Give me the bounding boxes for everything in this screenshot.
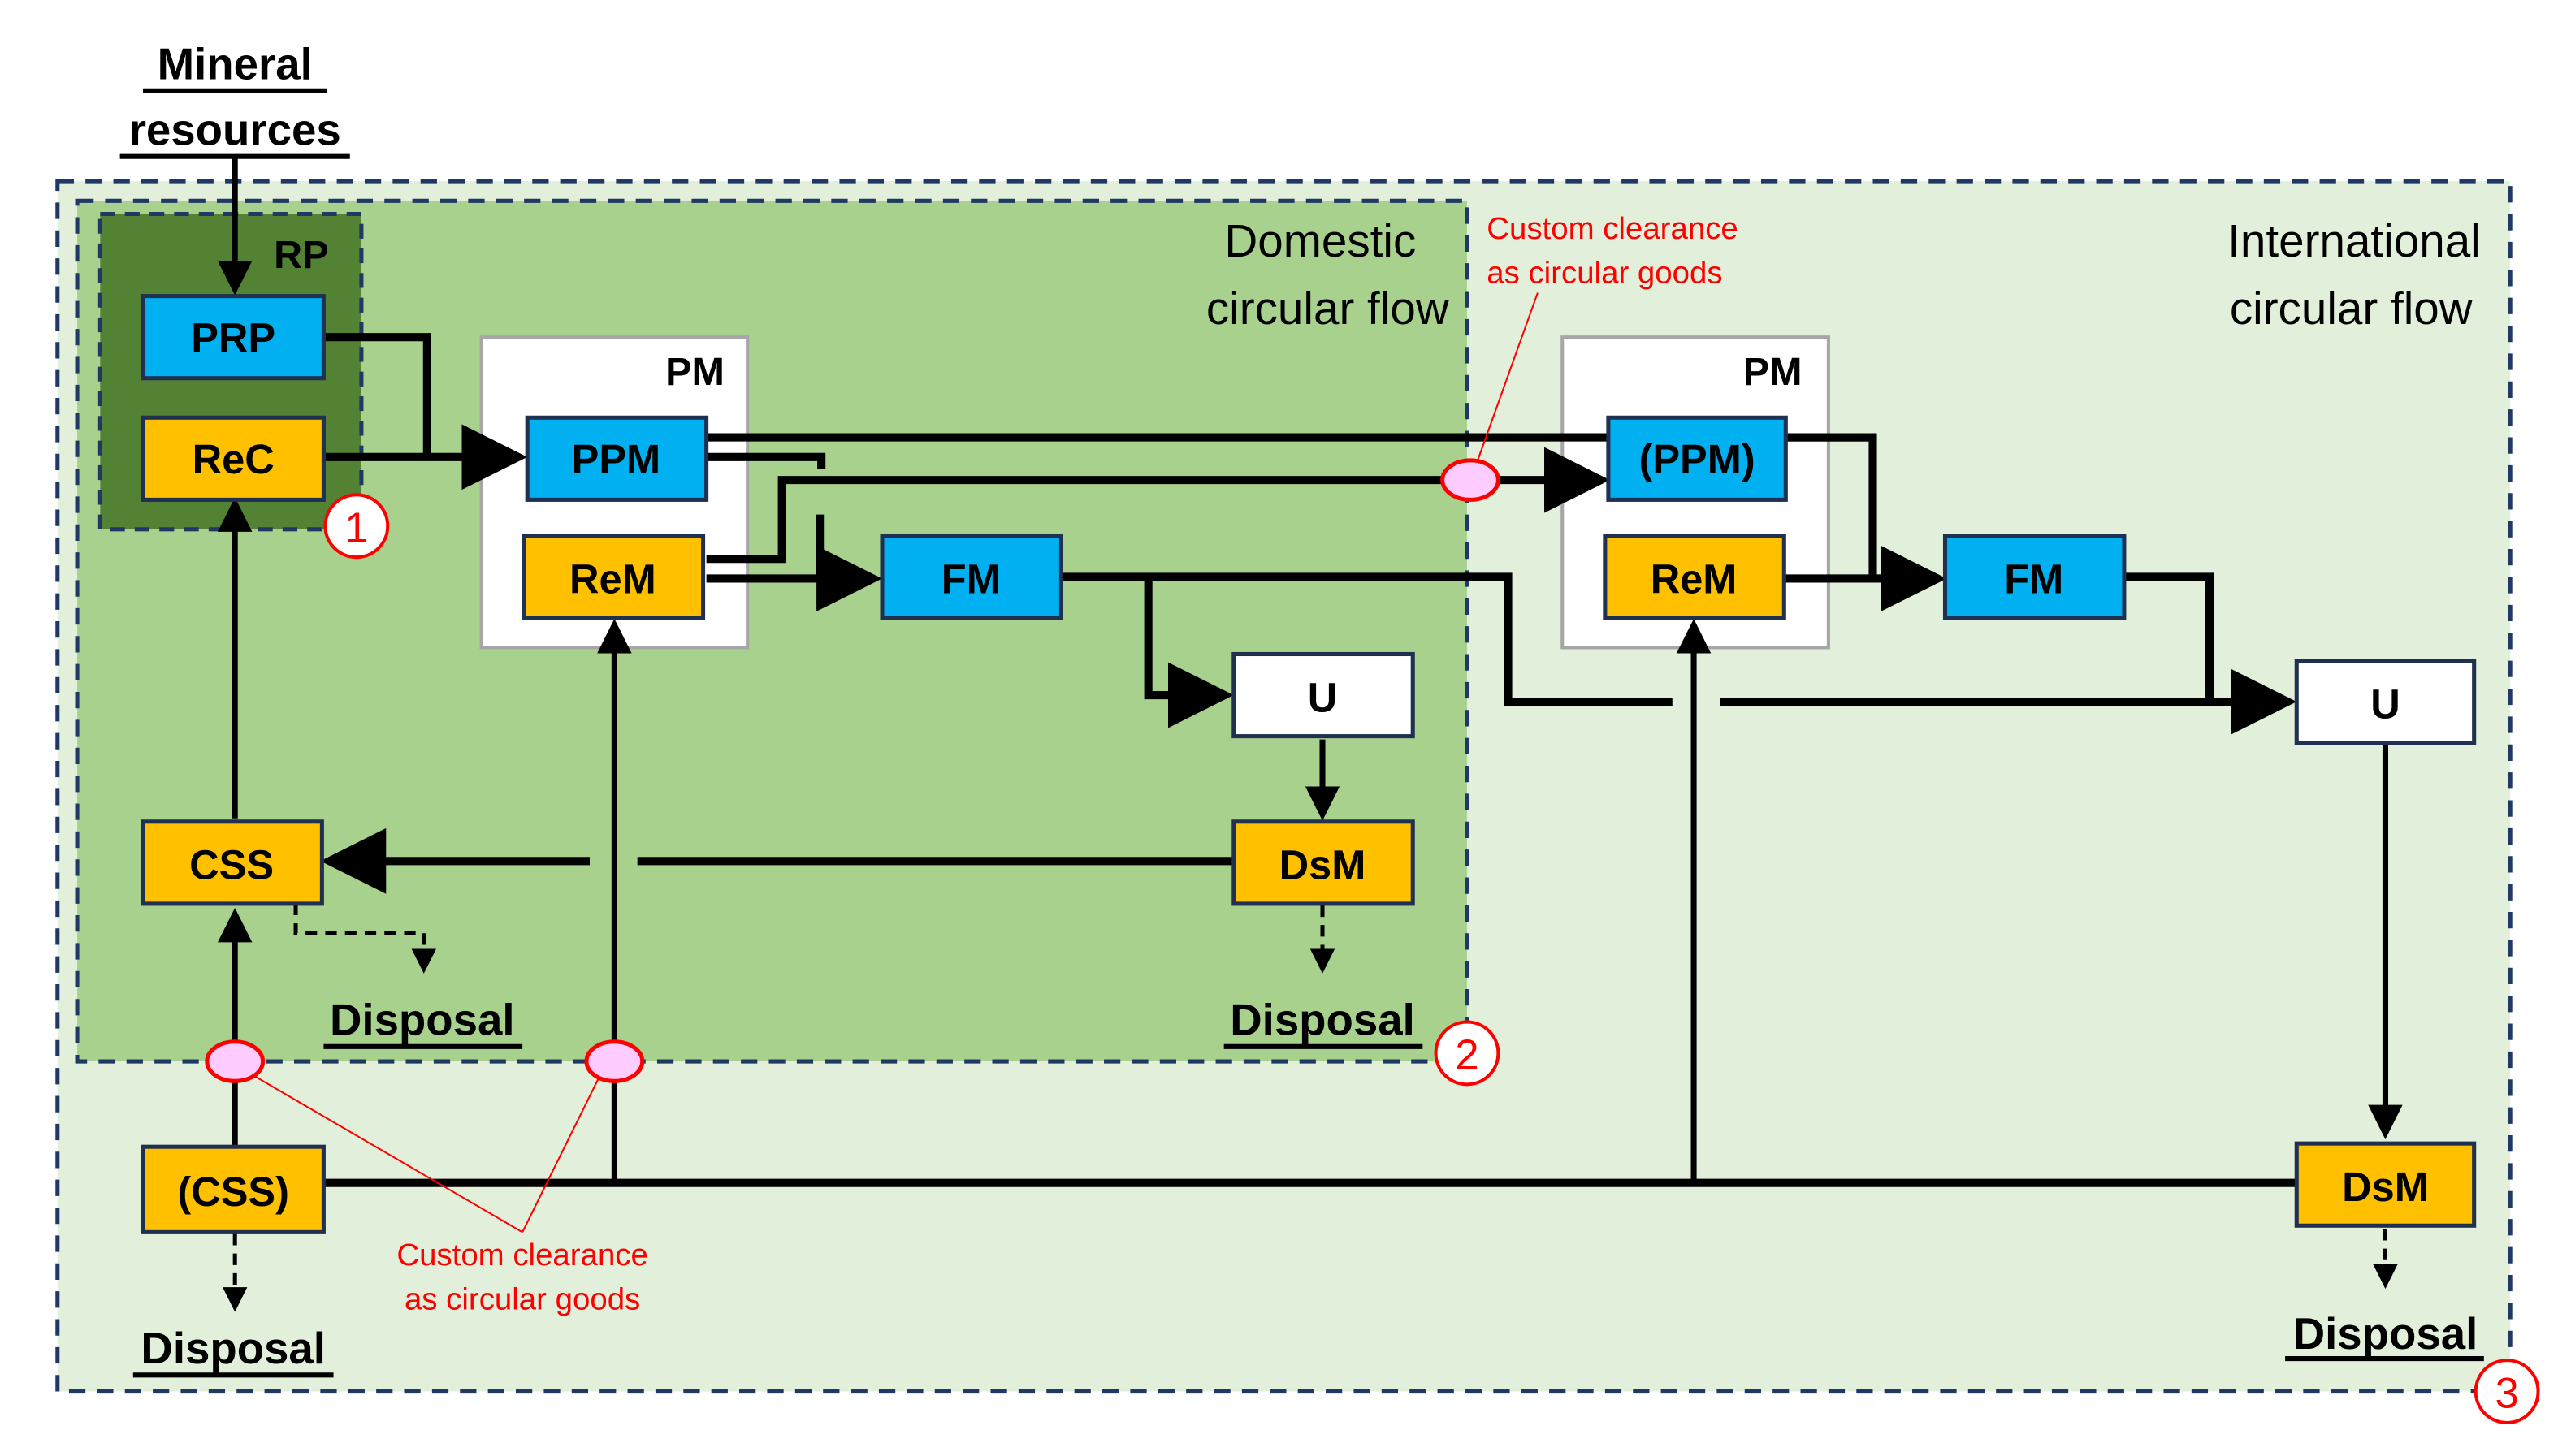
customs-top-leader [1473, 292, 1539, 473]
node-fm-international[interactable]: FM [1942, 534, 2127, 620]
mineral-resources-line1: Mineral [158, 40, 313, 89]
flow-fm-to-intl-u-a [1061, 572, 1673, 706]
customs-checkpoint-rem[interactable] [584, 1039, 645, 1083]
node-u-international[interactable]: U [2294, 659, 2477, 745]
domestic-title-line1: Domestic [1224, 215, 1416, 266]
node-dsm-domestic-label: DsM [1279, 842, 1366, 888]
node-rec[interactable]: ReC [141, 415, 326, 502]
flow-intl-fm-to-u [2120, 572, 2214, 702]
marker-3 [2474, 1359, 2540, 1424]
customs-top-line2: as circular goods [1487, 255, 1722, 290]
customs-bottom-line1: Custom clearance [396, 1238, 648, 1272]
customs-bottom-leader-2 [522, 1075, 601, 1233]
pm-domestic-label: PM [665, 350, 725, 394]
international-title-line2: circular flow [2230, 283, 2474, 334]
disposal-dsm-domestic: Disposal [1230, 996, 1415, 1045]
flow-ppm-stub [706, 452, 826, 469]
node-rem-international[interactable]: ReM [1603, 534, 1786, 620]
node-css[interactable]: CSS [141, 819, 324, 906]
node-ppm-international[interactable]: (PPM) [1606, 415, 1788, 502]
marker-1-label: 1 [344, 504, 368, 552]
node-fm-domestic[interactable]: FM [880, 534, 1063, 620]
marker-2-label: 2 [1455, 1031, 1478, 1079]
node-dsm-international-label: DsM [2342, 1164, 2429, 1210]
mineral-resources-line2: resources [129, 106, 341, 155]
flow-rem-to-intl-ppm [706, 447, 1610, 564]
node-prp-label: PRP [191, 314, 275, 361]
node-rem-domestic[interactable]: ReM [522, 534, 706, 620]
rp-label: RP [274, 233, 328, 277]
node-ppm-label: PPM [572, 436, 661, 482]
node-u-international-label: U [2370, 680, 2400, 727]
node-ppm[interactable]: PPM [525, 415, 709, 502]
node-rem-domestic-label: ReM [569, 556, 656, 603]
node-css-import[interactable]: (CSS) [141, 1144, 326, 1234]
node-dsm-international[interactable]: DsM [2294, 1141, 2477, 1228]
node-rem-international-label: ReM [1651, 556, 1738, 603]
customs-top-line1: Custom clearance [1487, 211, 1738, 246]
node-ppm-international-label: (PPM) [1639, 436, 1755, 482]
node-u-domestic[interactable]: U [1231, 651, 1415, 739]
marker-3-label: 3 [2495, 1370, 2519, 1418]
node-dsm-domestic[interactable]: DsM [1231, 819, 1415, 906]
node-fm-domestic-label: FM [941, 556, 1001, 603]
flow-fm-to-u [1144, 577, 1234, 728]
pm-international-label: PM [1743, 350, 1803, 394]
marker-1 [323, 493, 390, 560]
customs-bottom-leader-1 [253, 1075, 523, 1233]
international-title-line1: International [2227, 215, 2481, 266]
customs-checkpoint-css[interactable] [205, 1039, 266, 1083]
customs-checkpoint-top[interactable] [1440, 458, 1500, 502]
node-u-domestic-label: U [1308, 674, 1338, 720]
node-prp[interactable]: PRP [141, 294, 326, 381]
node-fm-international-label: FM [2004, 556, 2063, 603]
disposal-css: Disposal [330, 996, 515, 1045]
disposal-dsm-international: Disposal [2293, 1309, 2478, 1359]
flow-prp-to-ppm [323, 333, 431, 457]
node-css-label: CSS [189, 842, 274, 888]
flow-lines [217, 158, 2403, 1312]
domestic-title-line2: circular flow [1206, 283, 1450, 334]
disposal-css-import: Disposal [141, 1324, 326, 1373]
customs-bottom-line2: as circular goods [405, 1281, 640, 1316]
marker-2 [1434, 1020, 1500, 1087]
node-rec-label: ReC [193, 436, 275, 482]
node-css-import-label: (CSS) [177, 1169, 289, 1215]
